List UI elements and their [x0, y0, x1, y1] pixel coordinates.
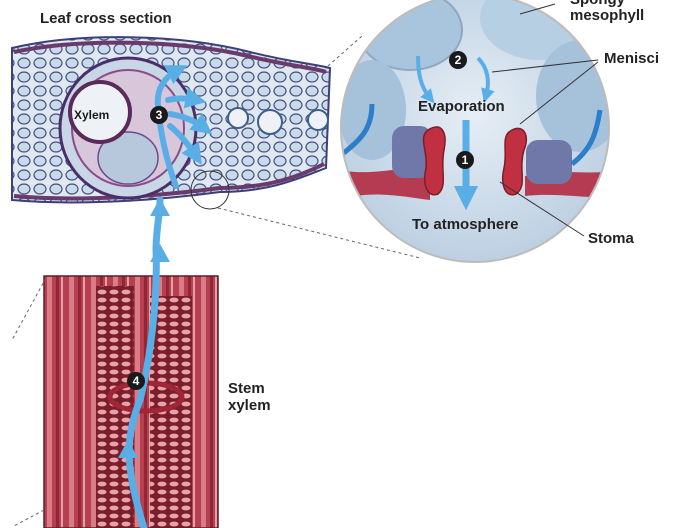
step-4-badge: 4	[127, 372, 145, 390]
xylem-vessel	[68, 80, 132, 144]
zoom-connectors	[11, 35, 421, 527]
xylem-label: Xylem	[74, 108, 110, 122]
leaf-cross-section-label: Leaf cross section	[40, 10, 172, 27]
guard-cell-right	[502, 127, 528, 196]
stoma-zoom-inset	[340, 0, 610, 263]
stem-xylem-label-line1: Stem	[228, 380, 265, 397]
step-2-badge: 2	[449, 51, 467, 69]
stem-xylem-section	[43, 275, 219, 528]
guard-cell-left	[422, 126, 446, 196]
stem-xylem-label-line2: xylem	[228, 397, 271, 414]
step-3-badge: 3	[150, 106, 168, 124]
step-1-badge: 1	[456, 151, 474, 169]
leaf-cross-section	[11, 36, 332, 210]
to-atmosphere-label: To atmosphere	[412, 216, 519, 233]
leader-lines	[491, 3, 599, 237]
stoma-label: Stoma	[588, 230, 634, 247]
stem-water-arrow	[118, 196, 170, 528]
evaporation-label: Evaporation	[418, 98, 505, 115]
menisci-label: Menisci	[604, 50, 660, 67]
spongy-mesophyll-label-line2: mesophyll	[570, 7, 645, 24]
spongy-mesophyll-label-line1: Spongy	[570, 0, 625, 8]
